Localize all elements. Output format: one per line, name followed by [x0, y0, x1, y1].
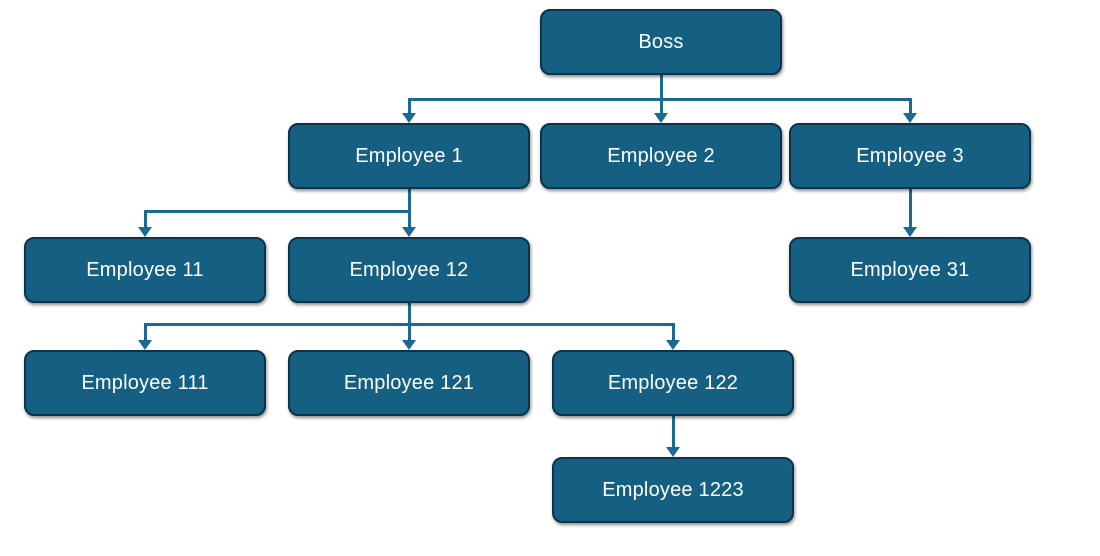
org-node-employee-1: Employee 1 [288, 123, 530, 189]
org-node-label: Employee 11 [86, 258, 204, 281]
org-node-label: Employee 122 [607, 371, 739, 394]
arrowhead-to-employee-122 [666, 340, 680, 350]
arrowhead-to-employee-2 [654, 113, 668, 123]
org-node-label: Employee 31 [850, 258, 970, 281]
org-node-label: Employee 121 [343, 371, 475, 394]
org-node-employee-111: Employee 111 [24, 350, 266, 416]
arrowhead-to-employee-11 [138, 227, 152, 237]
arrowhead-to-employee-3 [903, 113, 917, 123]
org-node-label: Employee 1223 [602, 478, 744, 501]
org-node-label: Employee 3 [856, 144, 964, 167]
arrowhead-to-employee-121 [402, 340, 416, 350]
org-node-label: Employee 111 [81, 371, 209, 394]
edge-employee-12-drop-employee-111 [144, 323, 147, 340]
edge-employee-1-drop-employee-11 [144, 210, 147, 227]
org-node-employee-2: Employee 2 [540, 123, 782, 189]
edge-boss-drop-employee-3 [909, 98, 912, 113]
org-node-employee-31: Employee 31 [789, 237, 1031, 303]
org-node-label: Employee 1 [355, 144, 463, 167]
edge-employee-122-to-employee-1223 [672, 416, 675, 447]
edge-employee-12-stem [408, 303, 411, 325]
edge-employee-3-to-employee-31 [909, 189, 912, 227]
org-node-employee-3: Employee 3 [789, 123, 1031, 189]
edge-employee-12-drop-employee-122 [672, 323, 675, 340]
arrowhead-to-employee-1223 [666, 447, 680, 457]
arrowhead-to-employee-1 [402, 113, 416, 123]
org-node-employee-1223: Employee 1223 [552, 457, 794, 523]
edge-boss-drop-employee-2 [660, 98, 663, 113]
edge-boss-stem [660, 75, 663, 100]
org-node-label: Employee 2 [607, 144, 715, 167]
arrowhead-to-employee-31 [903, 227, 917, 237]
edge-employee-1-children-rail [144, 210, 411, 213]
edge-employee-1-drop-employee-12 [408, 210, 411, 227]
org-node-boss: Boss [540, 9, 782, 75]
org-node-label: Employee 12 [349, 258, 469, 281]
arrowhead-to-employee-111 [138, 340, 152, 350]
org-node-employee-121: Employee 121 [288, 350, 530, 416]
edge-employee-12-drop-employee-121 [408, 323, 411, 340]
edge-boss-drop-employee-1 [408, 98, 411, 113]
org-node-employee-122: Employee 122 [552, 350, 794, 416]
edge-employee-1-stem [408, 189, 411, 212]
org-node-label: Boss [638, 30, 684, 53]
org-node-employee-12: Employee 12 [288, 237, 530, 303]
org-node-employee-11: Employee 11 [24, 237, 266, 303]
arrowhead-to-employee-12 [402, 227, 416, 237]
